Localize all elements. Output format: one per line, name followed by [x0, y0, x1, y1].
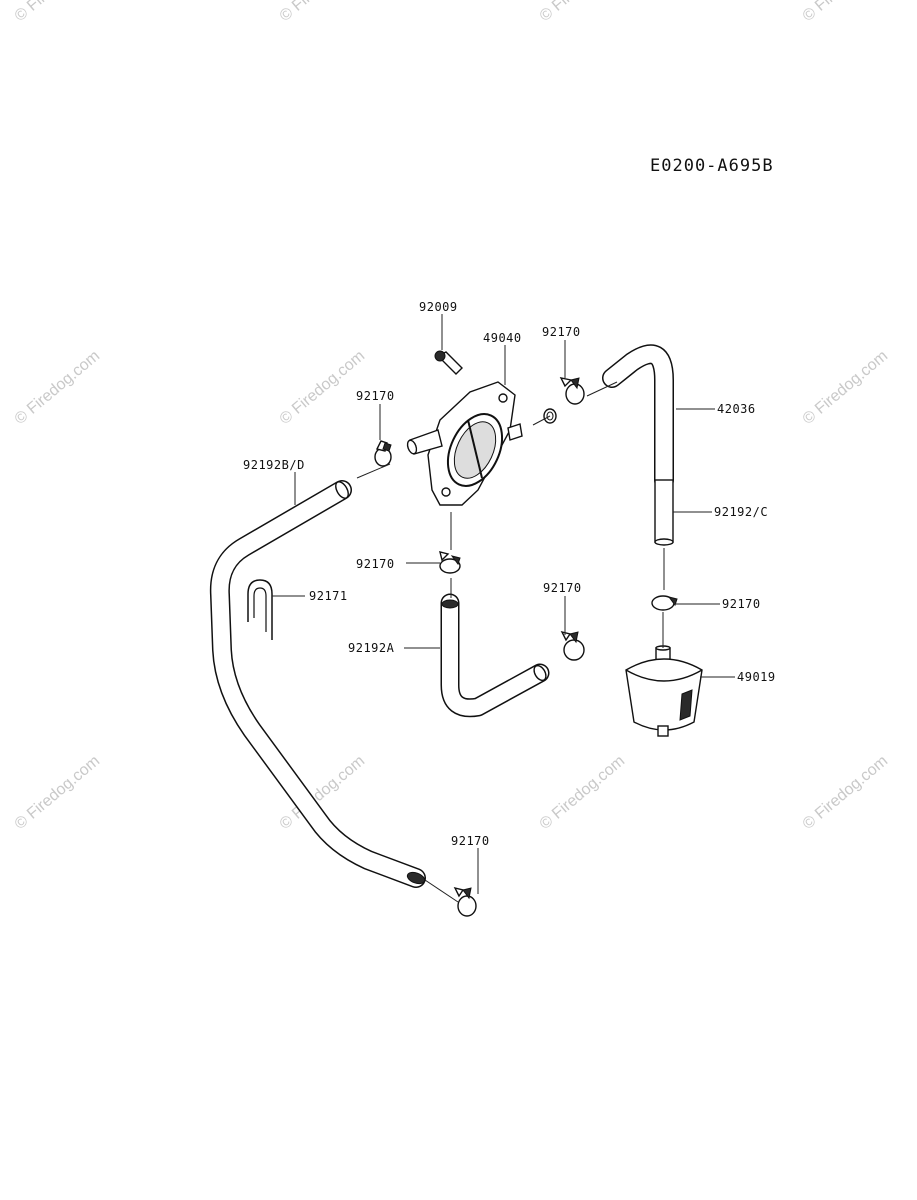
- watermark: © Firedog.com: [12, 0, 103, 25]
- fuel-pump-drawing: [406, 350, 557, 506]
- label-92170-hose-short-end: 92170: [543, 581, 582, 595]
- label-92170-hose-long-end: 92170: [451, 834, 490, 848]
- label-49040: 49040: [483, 331, 522, 345]
- watermark: © Firedog.com: [12, 347, 103, 428]
- label-92192bd: 92192B/D: [243, 458, 305, 472]
- diagram-code: E0200-A695B: [650, 156, 774, 176]
- label-92192c: 92192/C: [714, 505, 768, 519]
- watermark: © Firedog.com: [800, 0, 891, 25]
- label-92170-pump-bottom: 92170: [356, 557, 395, 571]
- label-92170-filter: 92170: [722, 597, 761, 611]
- label-92171: 92171: [309, 589, 348, 603]
- label-92009: 92009: [419, 300, 458, 314]
- watermark: © Firedog.com: [277, 347, 368, 428]
- watermark: © Firedog.com: [537, 752, 628, 833]
- hose-92192a-drawing: [440, 593, 550, 718]
- fuel-filter-drawing: [625, 645, 703, 737]
- label-92170-pump-outlet: 92170: [542, 325, 581, 339]
- watermark: © Firedog.com: [277, 0, 368, 25]
- watermark: © Firedog.com: [800, 347, 891, 428]
- watermark: © Firedog.com: [12, 752, 103, 833]
- watermark: © Firedog.com: [537, 0, 628, 25]
- label-42036: 42036: [717, 402, 756, 416]
- watermark: © Firedog.com: [800, 752, 891, 833]
- label-92192a: 92192A: [348, 641, 395, 655]
- hose-42036-drawing: [602, 344, 674, 590]
- label-92170-pump-left: 92170: [356, 389, 395, 403]
- label-49019: 49019: [737, 670, 776, 684]
- part-labels: 92009 49040 92170 92170 92192B/D 92171 9…: [243, 300, 776, 848]
- clip-92171-drawing: [247, 579, 273, 640]
- clamp-drawings: [374, 377, 678, 917]
- hose-92192bd-drawing: [209, 480, 426, 888]
- leader-lines: [272, 314, 735, 903]
